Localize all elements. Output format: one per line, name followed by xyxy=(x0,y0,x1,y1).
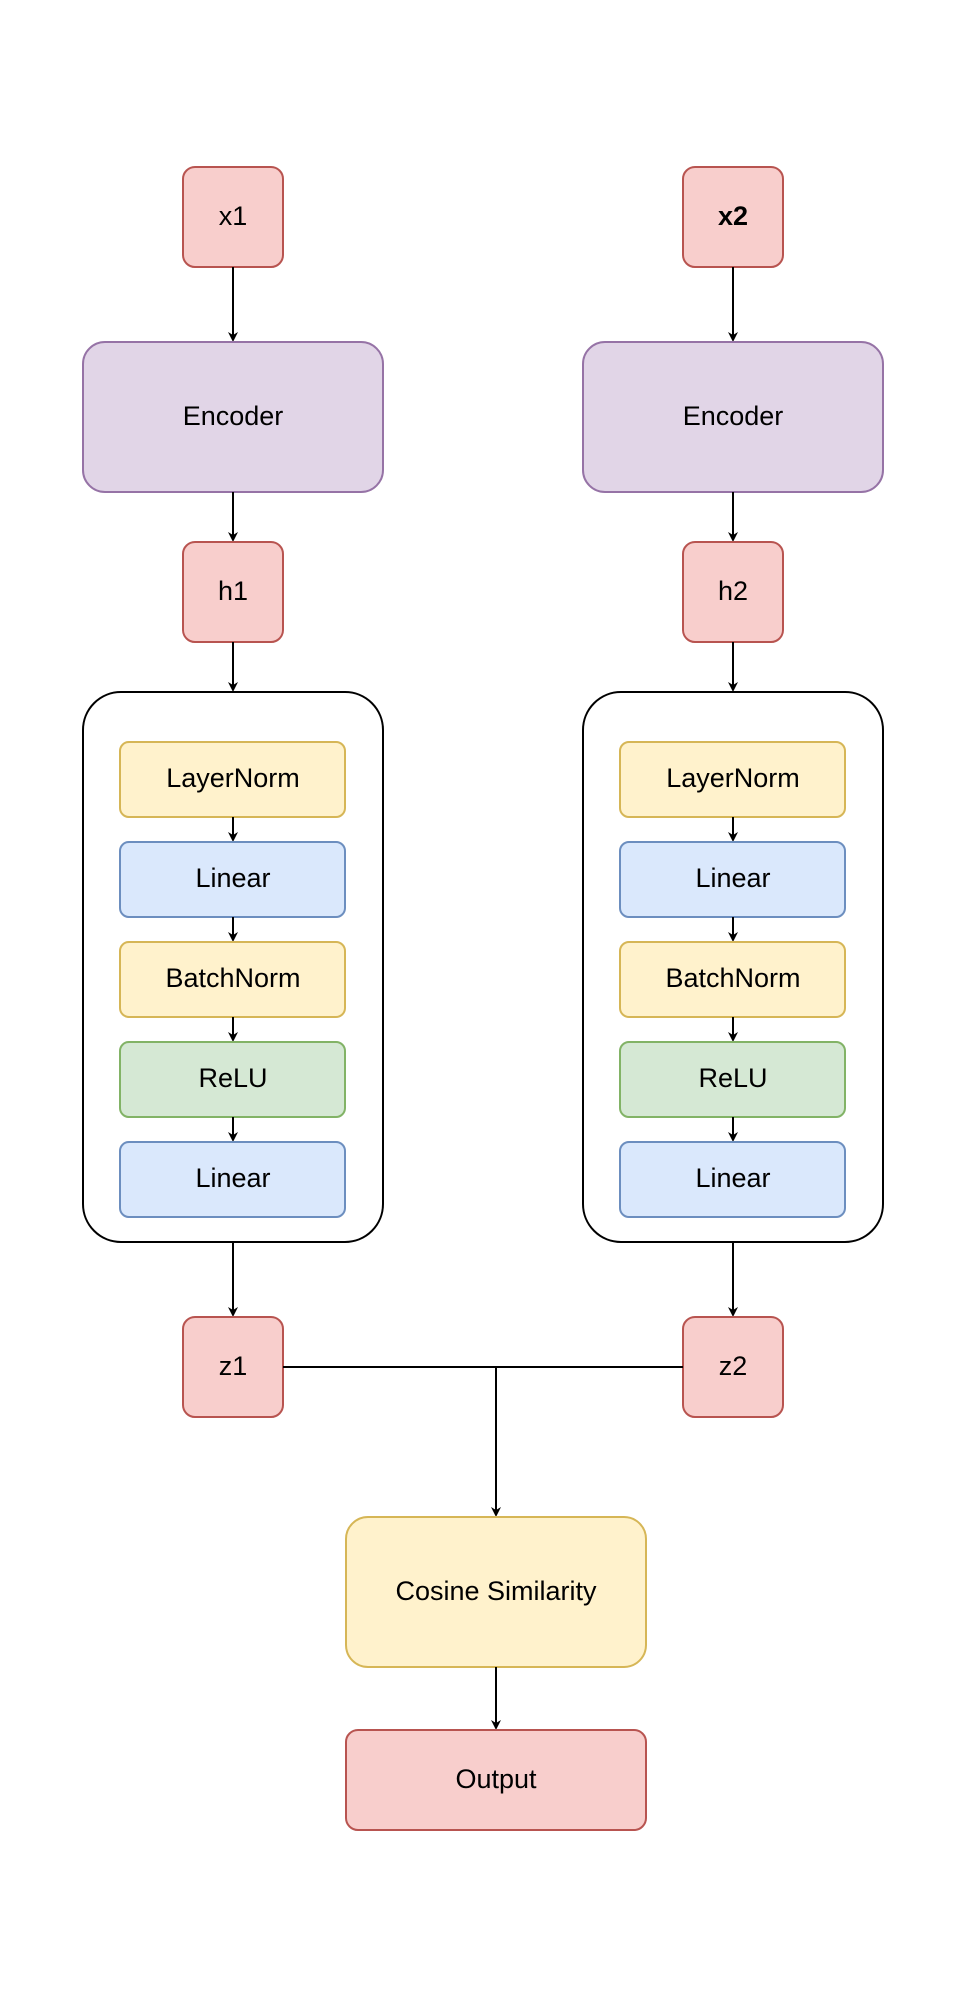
projection-z2-node: z2 xyxy=(682,1316,784,1418)
relu-left-label: ReLU xyxy=(198,1063,267,1093)
hidden-h2-node: h2 xyxy=(682,541,784,643)
layernorm-left-label: LayerNorm xyxy=(166,763,300,793)
linear2-right-label: Linear xyxy=(695,1163,770,1193)
hidden-h1-label: h1 xyxy=(218,576,248,606)
linear1-right-label: Linear xyxy=(695,863,770,893)
cosine-similarity-label: Cosine Similarity xyxy=(395,1576,597,1606)
input-x1-node: x1 xyxy=(182,166,284,268)
linear2-left-label: Linear xyxy=(195,1163,270,1193)
input-x2-node: x2 xyxy=(682,166,784,268)
projection-z1-label: z1 xyxy=(219,1351,248,1381)
encoder-right-label: Encoder xyxy=(683,401,784,431)
merge-section: Cosine Similarity Output xyxy=(283,1366,683,1831)
cosine-similarity-node: Cosine Similarity xyxy=(345,1516,647,1668)
hidden-h1-node: h1 xyxy=(182,541,284,643)
projection-z1-node: z1 xyxy=(182,1316,284,1418)
encoder-left-node: Encoder xyxy=(82,341,384,493)
projection-head-left: LayerNorm Linear BatchNorm ReLU Linear xyxy=(82,691,384,1243)
hidden-h2-label: h2 xyxy=(718,576,748,606)
right-branch: x2 Encoder h2 LayerNorm Linear BatchNorm xyxy=(582,166,884,1418)
layernorm-right-label: LayerNorm xyxy=(666,763,800,793)
encoder-left-label: Encoder xyxy=(183,401,284,431)
relu-right-label: ReLU xyxy=(698,1063,767,1093)
left-branch: x1 Encoder h1 LayerNorm Linear BatchNorm xyxy=(82,166,384,1418)
input-x1-label: x1 xyxy=(219,201,248,231)
linear1-left-label: Linear xyxy=(195,863,270,893)
projection-head-right: LayerNorm Linear BatchNorm ReLU Linear xyxy=(582,691,884,1243)
output-node: Output xyxy=(345,1729,647,1831)
encoder-right-node: Encoder xyxy=(582,341,884,493)
output-label: Output xyxy=(455,1764,537,1794)
batchnorm-right-label: BatchNorm xyxy=(665,963,800,993)
projection-z2-label: z2 xyxy=(719,1351,748,1381)
input-x2-label: x2 xyxy=(718,201,748,231)
batchnorm-left-label: BatchNorm xyxy=(165,963,300,993)
